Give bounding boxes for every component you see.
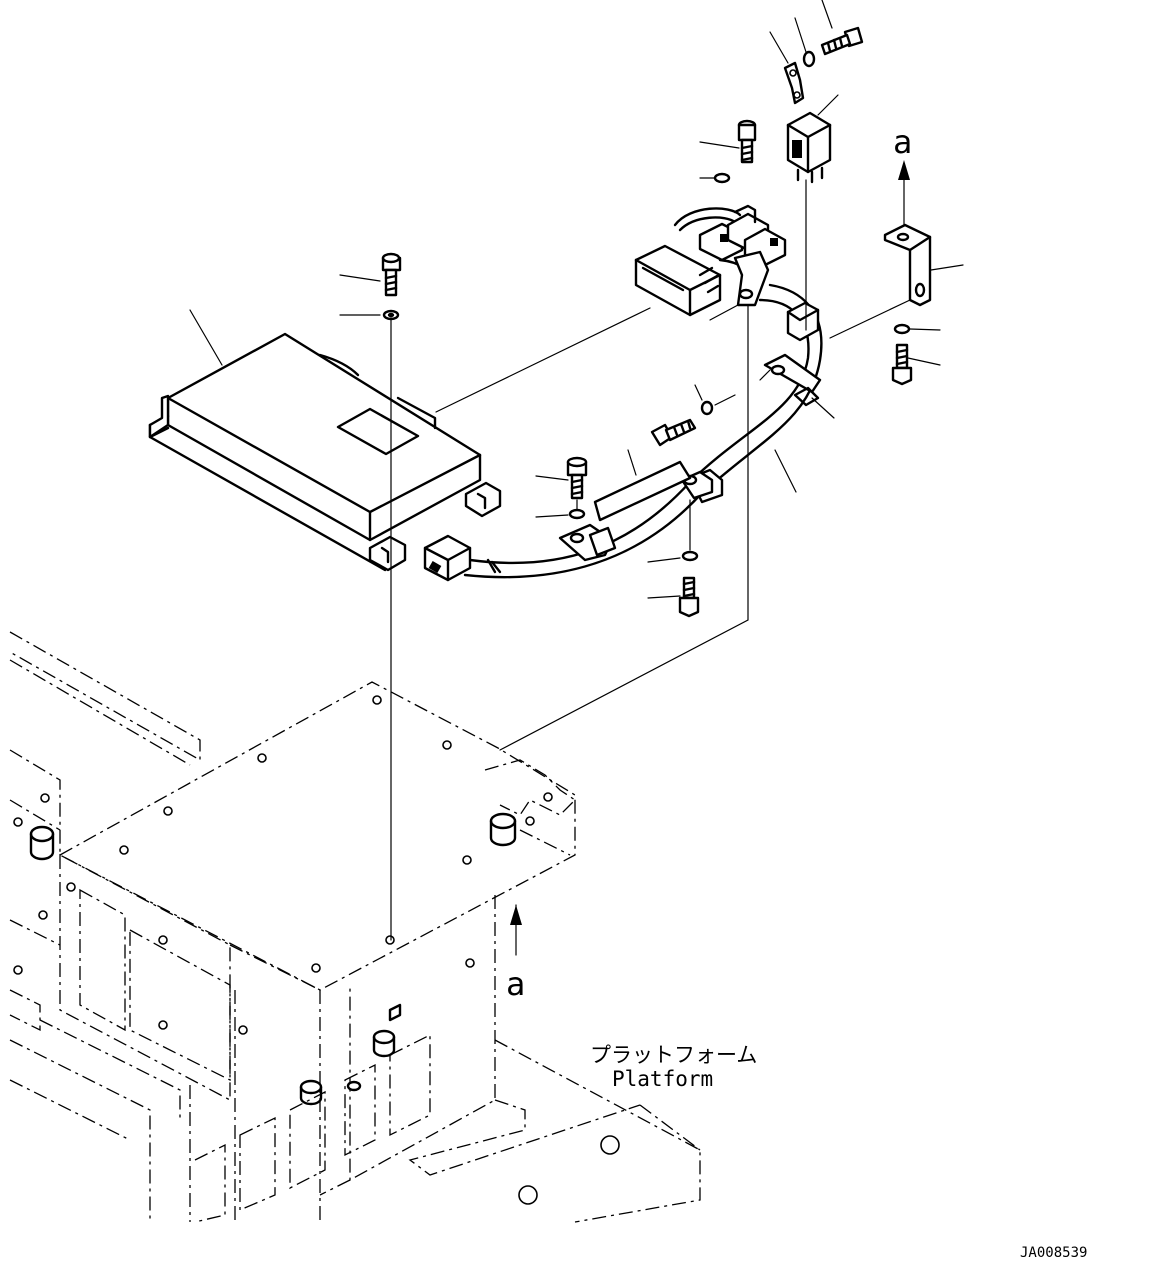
platform-label-en: Platform bbox=[612, 1067, 713, 1091]
mounting-bracket-right bbox=[883, 223, 932, 307]
controller-unit bbox=[148, 332, 502, 572]
platform-frame bbox=[9, 631, 701, 1223]
view-arrow-bottom bbox=[510, 904, 522, 956]
wiring-harness bbox=[423, 204, 823, 582]
relay-assembly bbox=[783, 61, 832, 184]
view-marker-top: a bbox=[893, 123, 912, 161]
drawing-number: JA008539 bbox=[1020, 1245, 1087, 1261]
view-marker-bottom: a bbox=[506, 965, 525, 1003]
view-arrow-top bbox=[898, 160, 910, 226]
leader-lines bbox=[189, 0, 964, 941]
fasteners bbox=[381, 26, 913, 618]
platform-label-jp: プラットフォーム bbox=[590, 1043, 757, 1067]
